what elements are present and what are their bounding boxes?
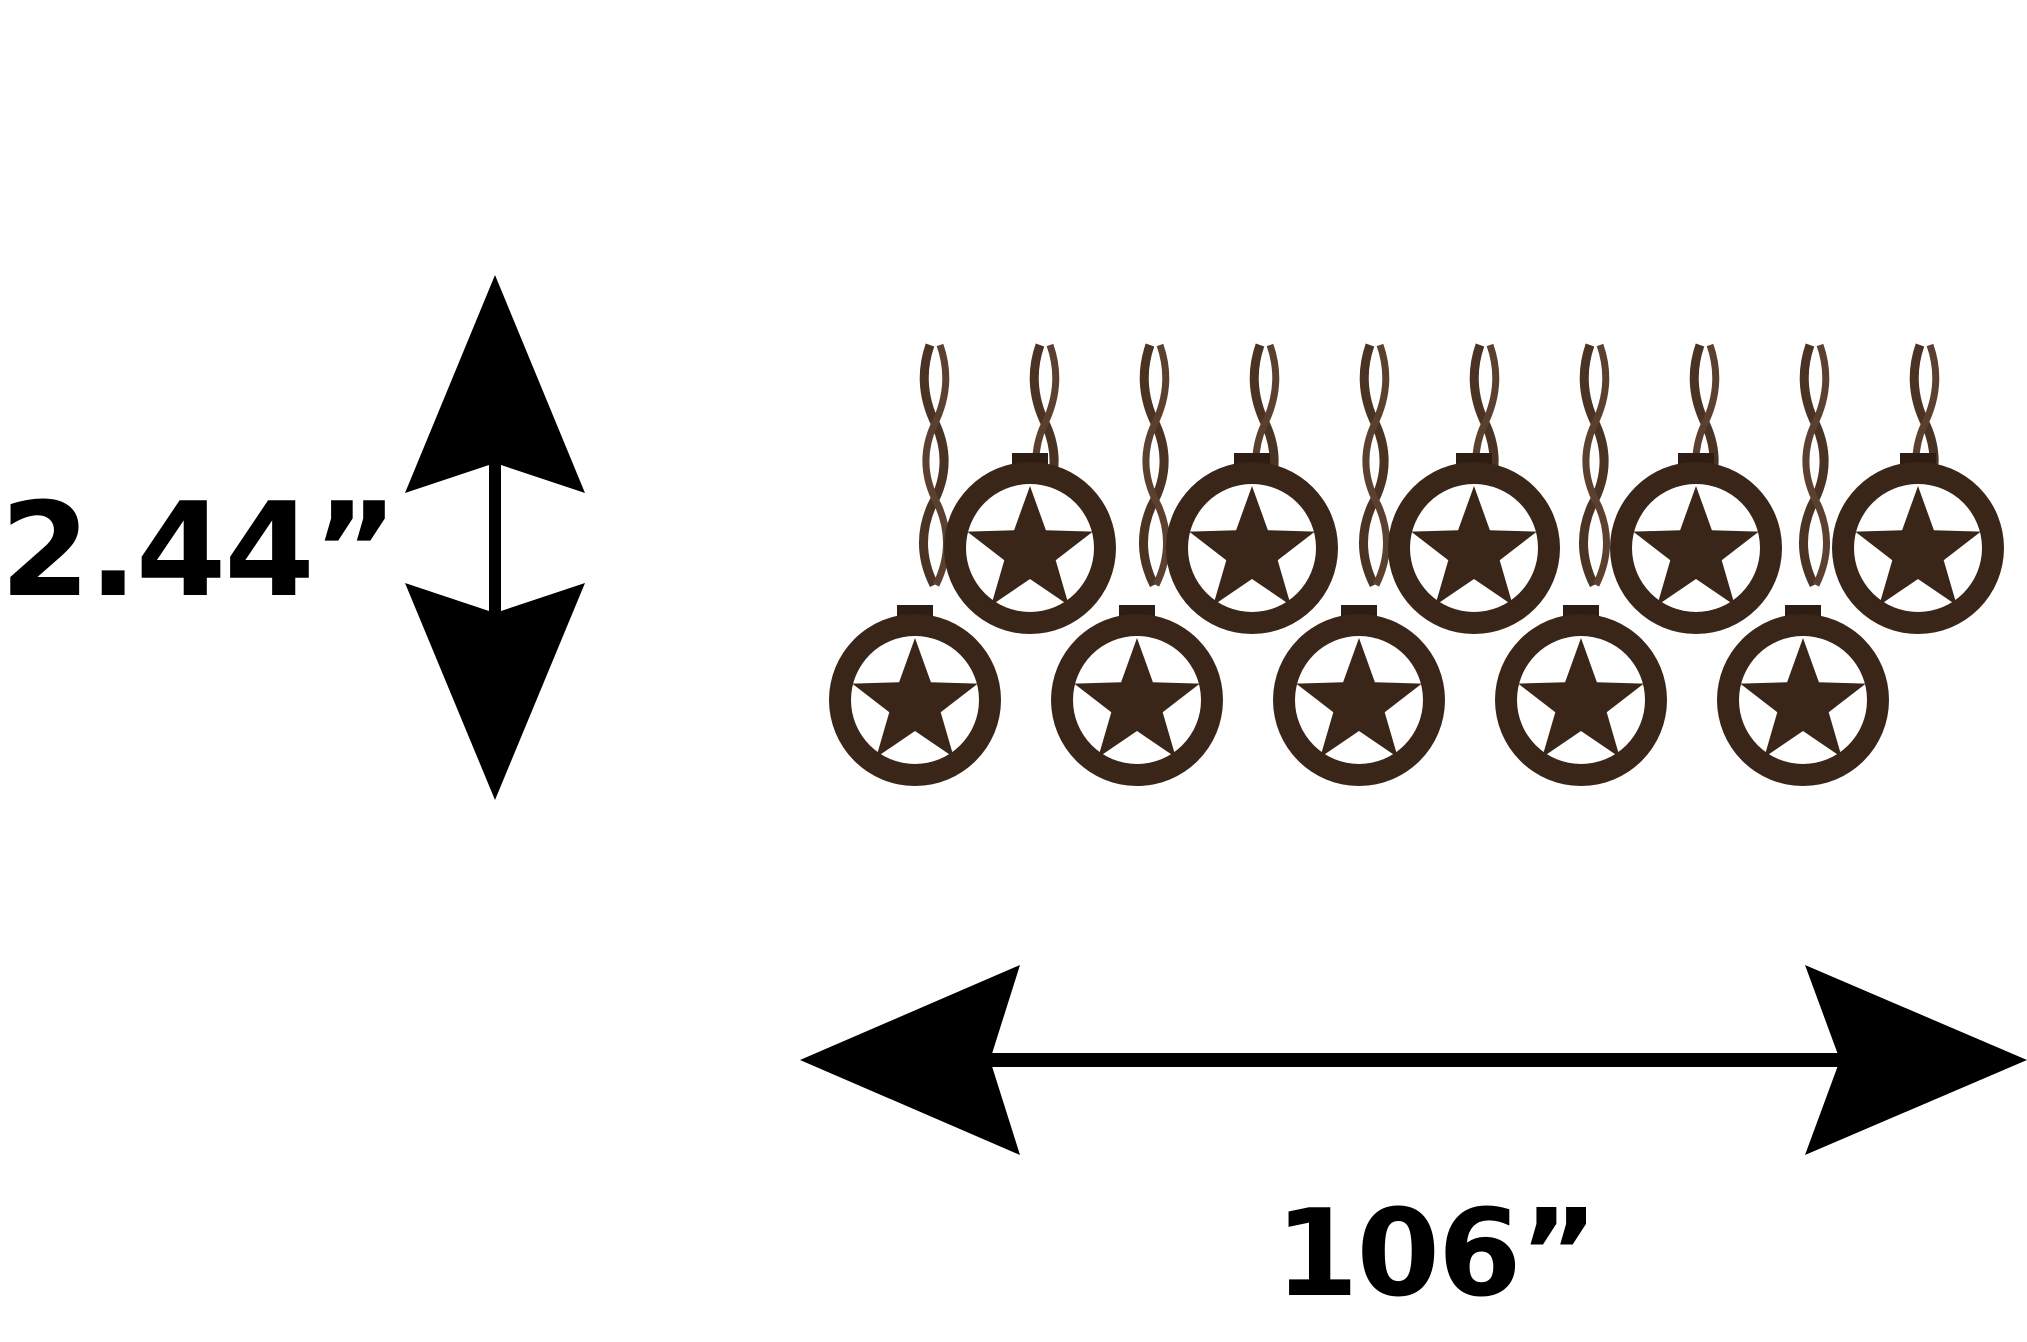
height-arrow — [405, 275, 585, 800]
star-icon — [1518, 638, 1644, 758]
height-dimension-label: 2.44” — [0, 474, 398, 626]
star-badge-light — [1832, 453, 2004, 634]
star-badge-light — [944, 453, 1116, 634]
star-icon — [1740, 638, 1866, 758]
height-arrow-shaft — [489, 455, 501, 615]
height-arrow-bottom-head — [405, 583, 585, 800]
string-lights — [829, 343, 2004, 786]
star-badge-light — [1388, 453, 1560, 634]
star-badge-light — [1610, 453, 1782, 634]
width-arrow — [800, 965, 2027, 1155]
star-badge-light — [1166, 453, 1338, 634]
height-arrow-top-head — [405, 275, 585, 493]
width-dimension-label: 106” — [1275, 1185, 1598, 1324]
star-icon — [967, 486, 1093, 606]
wire-strand — [1802, 343, 1830, 587]
wire-strand — [1579, 343, 1609, 588]
star-badge-light — [1495, 605, 1667, 786]
star-badge-light — [829, 605, 1001, 786]
wire-strand — [1362, 343, 1390, 587]
star-icon — [1296, 638, 1422, 758]
star-badge-light — [1717, 605, 1889, 786]
star-badge-light — [1051, 605, 1223, 786]
star-icon — [1074, 638, 1200, 758]
star-icon — [1189, 486, 1315, 606]
wire-strand — [1582, 343, 1610, 587]
width-arrow-left-head — [800, 965, 1020, 1155]
wire-strand — [1359, 343, 1389, 588]
width-arrow-shaft — [980, 1053, 1840, 1067]
star-icon — [1411, 486, 1537, 606]
star-icon — [1855, 486, 1981, 606]
wire-strand — [1799, 343, 1829, 588]
star-icon — [852, 638, 978, 758]
wire-strand — [1139, 343, 1169, 588]
star-badge-light — [1273, 605, 1445, 786]
width-arrow-right-head — [1805, 965, 2027, 1155]
star-icon — [1633, 486, 1759, 606]
wire-strand — [919, 343, 949, 588]
